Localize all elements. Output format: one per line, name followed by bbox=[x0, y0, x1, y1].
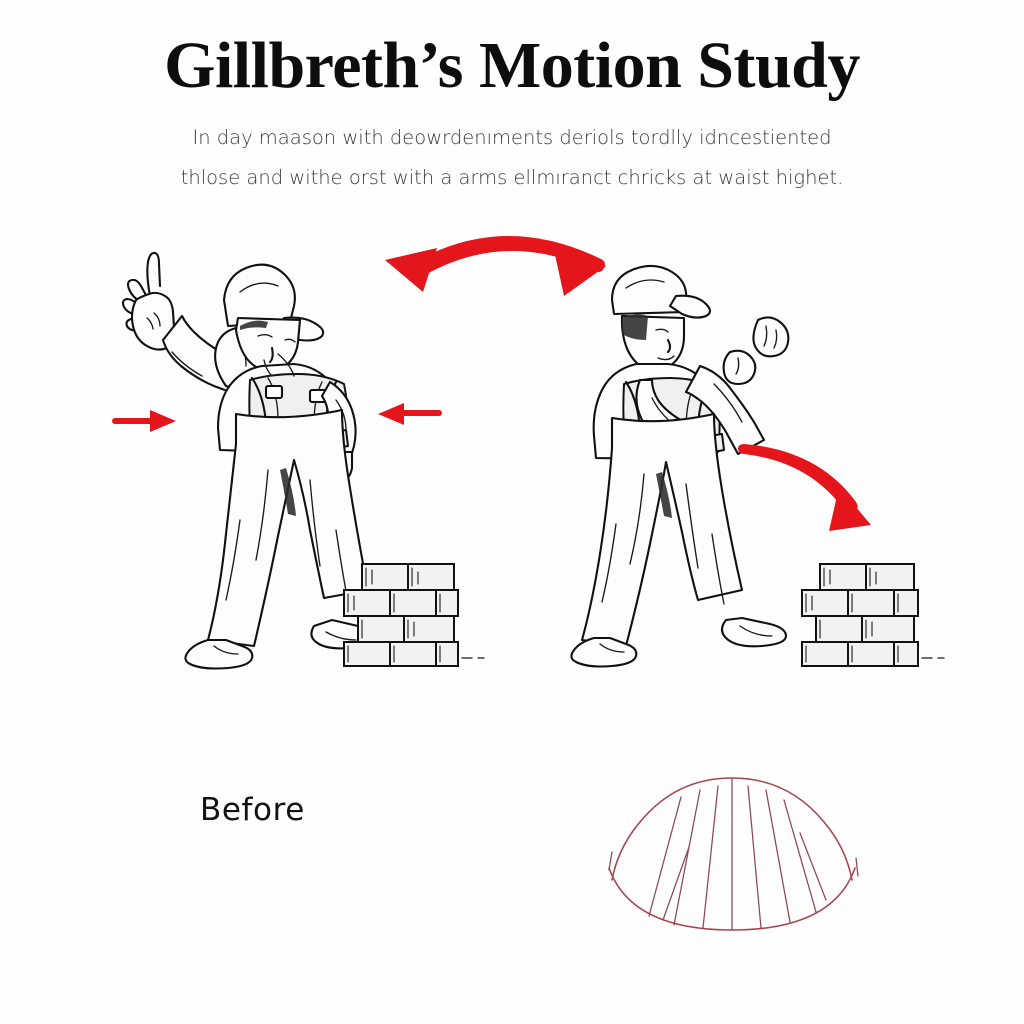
fan-spoke bbox=[799, 832, 827, 901]
right-worker-cap-icon bbox=[610, 264, 688, 316]
left-worker-shirt bbox=[216, 362, 344, 456]
arrow-small-left-pointing-right-icon bbox=[112, 410, 176, 432]
fan-bottom-arc bbox=[608, 867, 856, 931]
fan-spoke bbox=[765, 789, 791, 923]
motion-arc-fan-diagram bbox=[608, 777, 859, 931]
right-worker-face bbox=[620, 314, 686, 372]
left-worker-head bbox=[222, 263, 325, 373]
right-worker-overalls-bib bbox=[622, 377, 721, 453]
fan-spoke bbox=[662, 846, 690, 921]
fan-outer-arc bbox=[611, 777, 853, 881]
left-worker-face bbox=[234, 316, 302, 373]
right-worker-trousers bbox=[580, 412, 744, 648]
figure-worker-left bbox=[121, 251, 374, 670]
right-worker-boot-left bbox=[570, 636, 638, 668]
left-worker-belt bbox=[235, 427, 349, 453]
right-worker-arm-front bbox=[684, 364, 766, 456]
annotation-arrows bbox=[112, 235, 871, 531]
left-worker-trousers bbox=[206, 408, 370, 648]
arrow-double-curved-top-icon bbox=[385, 235, 606, 296]
brick-stack-right bbox=[801, 563, 945, 667]
stage-label-before: Before bbox=[200, 792, 305, 828]
right-worker-head bbox=[610, 264, 712, 372]
brick-stack-left bbox=[343, 563, 485, 667]
fan-tick-right bbox=[855, 857, 859, 877]
left-worker-sleeve-left bbox=[214, 325, 274, 396]
poster-subtitle: In day maason with deowrdenıments deriol… bbox=[92, 118, 932, 198]
subtitle-line-2: thlose and withe orst with a arms ellmır… bbox=[180, 165, 844, 189]
fan-spoke bbox=[783, 799, 817, 913]
left-worker-boot-left bbox=[184, 638, 254, 670]
fan-tick-left bbox=[608, 851, 613, 871]
left-worker-hanging-arm bbox=[320, 380, 357, 462]
left-worker-raised-arm bbox=[161, 314, 244, 394]
fan-spoke bbox=[702, 785, 719, 929]
left-worker-hand-right bbox=[319, 450, 354, 484]
page-title: Gillbreth’s Motion Study bbox=[164, 29, 860, 102]
fan-spoke bbox=[648, 796, 682, 917]
left-worker-overalls-bib bbox=[248, 373, 349, 447]
left-worker-raised-hand-icon bbox=[121, 251, 177, 351]
right-worker-belt bbox=[611, 431, 725, 457]
fan-spoke bbox=[747, 785, 762, 929]
left-worker-cap-icon bbox=[222, 263, 296, 328]
right-worker-fist-front bbox=[752, 316, 790, 358]
left-worker-boot-right bbox=[310, 618, 374, 650]
arrow-curved-down-right-icon bbox=[738, 444, 871, 531]
right-worker-shirt bbox=[592, 362, 720, 462]
fan-spoke bbox=[673, 789, 701, 926]
right-worker-fist-back bbox=[722, 349, 757, 386]
subtitle-line-1: In day maason with deowrdenıments deriol… bbox=[192, 126, 832, 149]
right-worker-boot-right bbox=[720, 616, 788, 648]
right-worker-arm-back bbox=[635, 378, 712, 464]
arrow-small-center-pointing-left-icon bbox=[378, 403, 442, 425]
figure-worker-right bbox=[570, 264, 790, 668]
